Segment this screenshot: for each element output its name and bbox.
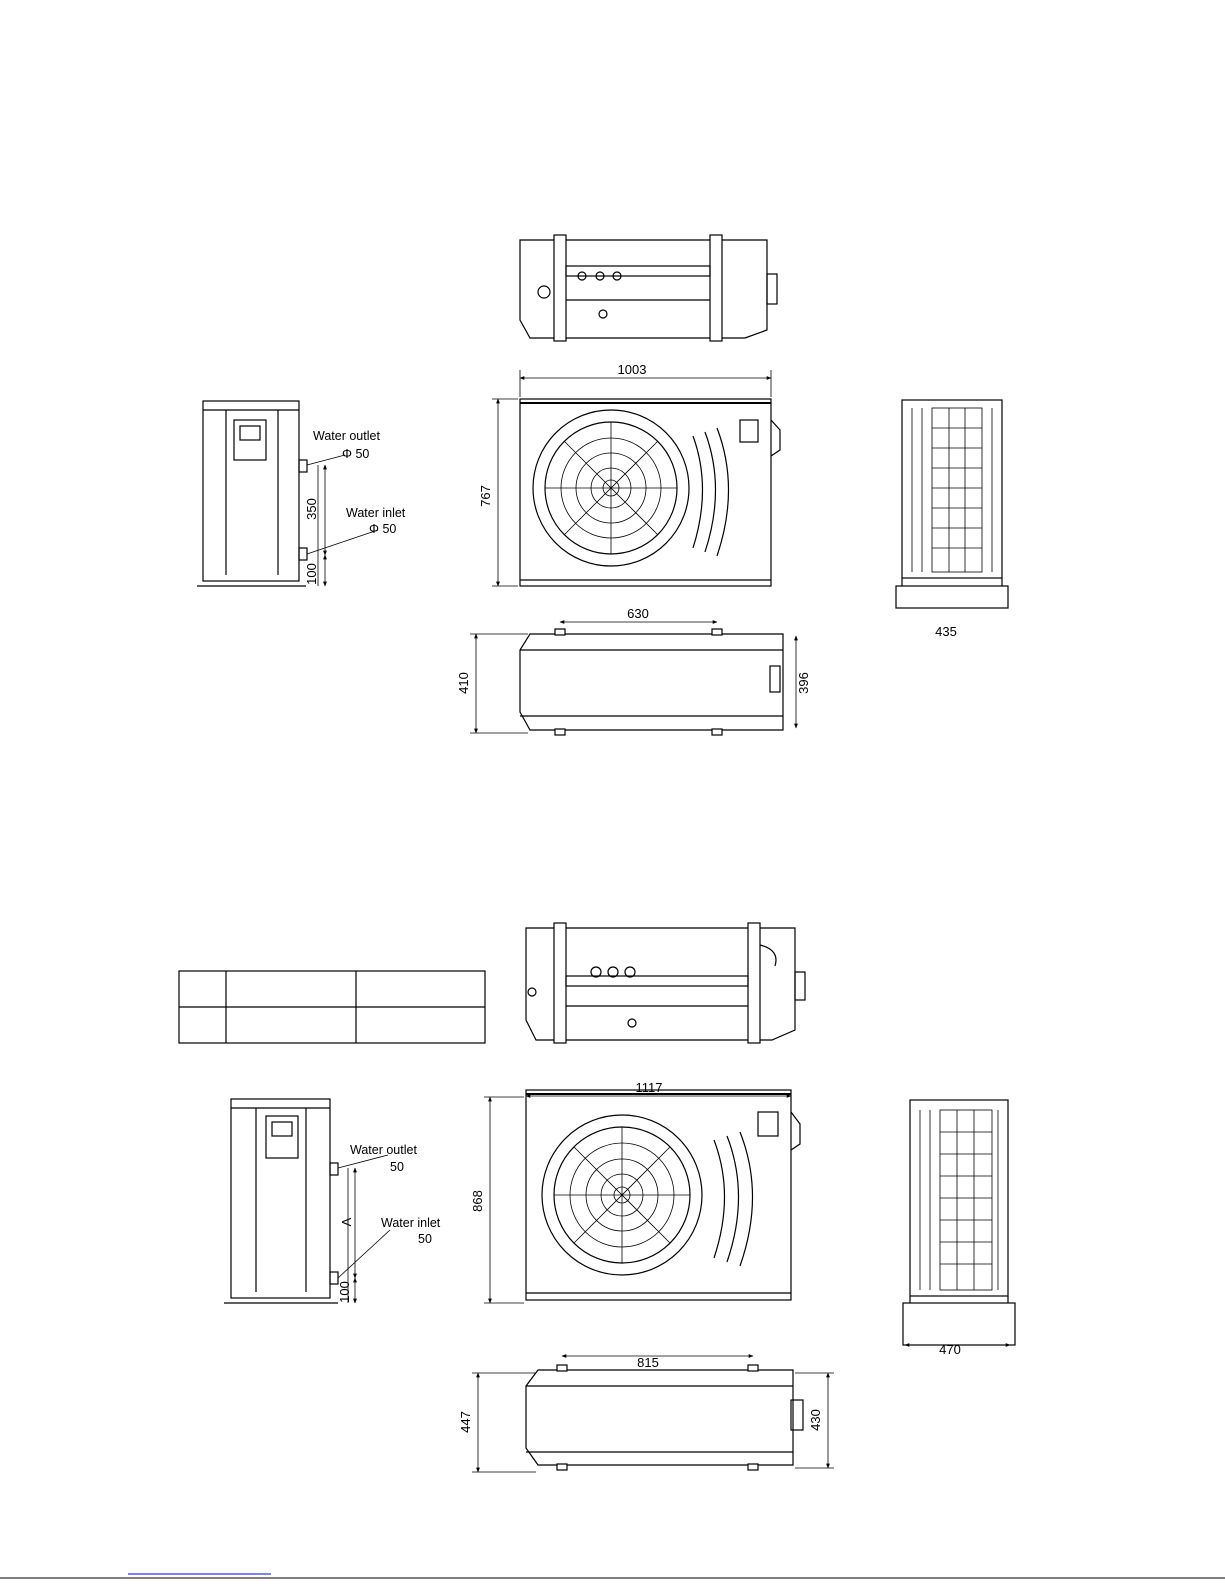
drawing-1-bottom-view [470,622,796,735]
d1-rear-width: 435 [935,624,957,639]
d1-front-width: 1003 [618,362,647,377]
d2-water-outlet-label: Water outlet [350,1143,417,1157]
drawing-1-front-view [492,370,780,586]
drawing-2-side-view [224,1099,390,1303]
drawing-2-top-view [526,923,805,1043]
d2-side-spacing: A [339,1217,354,1226]
d1-side-spacing: 350 [304,498,319,520]
drawing-2-front-view [484,1090,800,1303]
d1-side-bottom: 100 [304,563,319,585]
d2-bottom-width: 815 [637,1355,659,1370]
d2-rear-width: 470 [939,1342,961,1357]
d1-water-outlet-size: Φ 50 [342,447,369,461]
d2-front-height: 868 [470,1190,485,1212]
d1-bottom-width: 630 [627,606,649,621]
d2-water-outlet-size: 50 [390,1160,404,1174]
d2-water-inlet-label: Water inlet [381,1216,441,1230]
d1-water-outlet-label: Water outlet [313,429,380,443]
d1-water-inlet-label: Water inlet [346,506,406,520]
d1-bottom-depth-left: 410 [456,672,471,694]
d2-side-bottom: 100 [337,1281,352,1303]
d1-water-inlet-size: Φ 50 [369,522,396,536]
drawing-1-top-view [520,235,777,341]
d2-front-width: 1117 [636,1080,663,1095]
d2-water-inlet-size: 50 [418,1232,432,1246]
d2-bottom-depth-left: 447 [458,1411,473,1433]
d1-bottom-depth-right: 396 [796,672,811,694]
drawing-2-rear-view [903,1100,1015,1345]
drawing-2-bottom-view [472,1356,834,1472]
spec-table [179,971,485,1043]
d1-front-height: 767 [478,485,493,507]
d2-bottom-depth-right: 430 [808,1409,823,1431]
drawing-1-rear-view [896,400,1008,608]
